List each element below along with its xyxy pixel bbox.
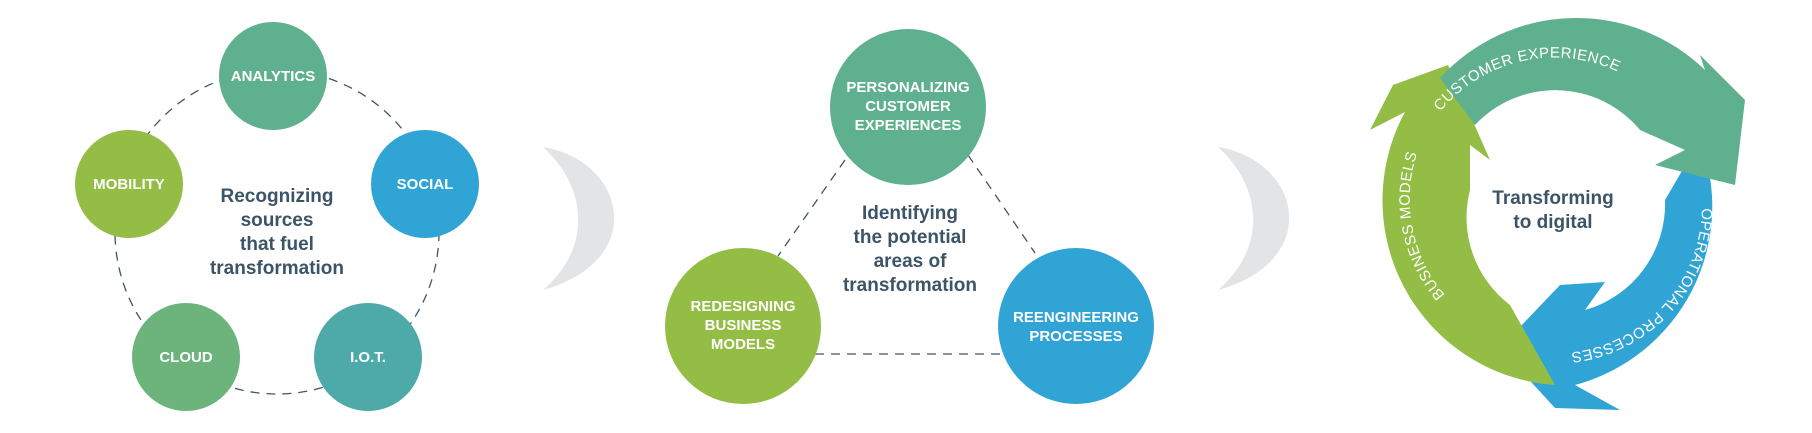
node-label: PROCESSES	[1029, 328, 1122, 345]
node-label: ANALYTICS	[231, 68, 315, 85]
crescent-arrow-icon	[543, 147, 615, 290]
crescent-arrow-icon	[1218, 147, 1290, 290]
node-label: BUSINESS	[705, 317, 782, 334]
title-line: Transforming	[1492, 188, 1613, 209]
node-analytics: ANALYTICS	[219, 22, 327, 130]
stage-title: Transforming to digital	[1492, 188, 1613, 233]
node-label: CUSTOMER	[865, 98, 951, 115]
node-personalizing-customer-experiences: PERSONALIZING CUSTOMER EXPERIENCES	[830, 29, 986, 185]
node-label: SOCIAL	[397, 176, 454, 193]
node-redesigning-business-models: REDESIGNING BUSINESS MODELS	[665, 248, 821, 404]
title-line: that fuel	[240, 234, 314, 255]
node-label: REENGINEERING	[1013, 309, 1139, 326]
node-circle	[314, 303, 422, 411]
node-label: CLOUD	[159, 349, 212, 366]
node-mobility: MOBILITY	[75, 130, 183, 238]
stage-title: Recognizing sources that fuel transforma…	[210, 186, 344, 279]
node-label: REDESIGNING	[690, 298, 795, 315]
node-iot: I.O.T.	[314, 303, 422, 411]
title-line: transformation	[843, 275, 977, 296]
node-label: PERSONALIZING	[846, 79, 969, 96]
node-label: MODELS	[711, 336, 775, 353]
title-line: sources	[241, 210, 314, 231]
title-line: transformation	[210, 258, 344, 279]
dashed-connectors	[777, 154, 1036, 355]
stage-transforming-to-digital: CUSTOMER EXPERIENCE OPERATIONAL PROCESSE…	[1370, 17, 1745, 410]
title-line: to digital	[1513, 212, 1592, 233]
arrow-customer-experience	[1440, 17, 1745, 185]
stage-title: Identifying the potential areas of trans…	[843, 203, 977, 296]
node-circle	[219, 22, 327, 130]
node-social: SOCIAL	[371, 130, 479, 238]
title-line: Identifying	[862, 203, 958, 224]
node-label: MOBILITY	[93, 176, 165, 193]
stage-recognizing-sources: ANALYTICS SOCIAL I.O.T. CLOUD MOBILITY R…	[75, 22, 479, 411]
node-circle	[132, 303, 240, 411]
title-line: Recognizing	[221, 186, 334, 207]
title-line: areas of	[874, 251, 948, 272]
node-circle	[830, 29, 986, 185]
node-cloud: CLOUD	[132, 303, 240, 411]
node-circle	[998, 248, 1154, 404]
node-label: I.O.T.	[350, 349, 386, 366]
connector-line	[777, 159, 846, 257]
arrow-operational-processes	[1500, 140, 1713, 410]
node-circle	[75, 130, 183, 238]
node-circle	[371, 130, 479, 238]
connector-line	[967, 154, 1036, 254]
node-circle	[665, 248, 821, 404]
node-reengineering-processes: REENGINEERING PROCESSES	[998, 248, 1154, 404]
node-label: EXPERIENCES	[855, 117, 962, 134]
arrow-business-models	[1370, 65, 1555, 385]
stage-identifying-areas: PERSONALIZING CUSTOMER EXPERIENCES REDES…	[665, 29, 1154, 404]
title-line: the potential	[854, 227, 967, 248]
